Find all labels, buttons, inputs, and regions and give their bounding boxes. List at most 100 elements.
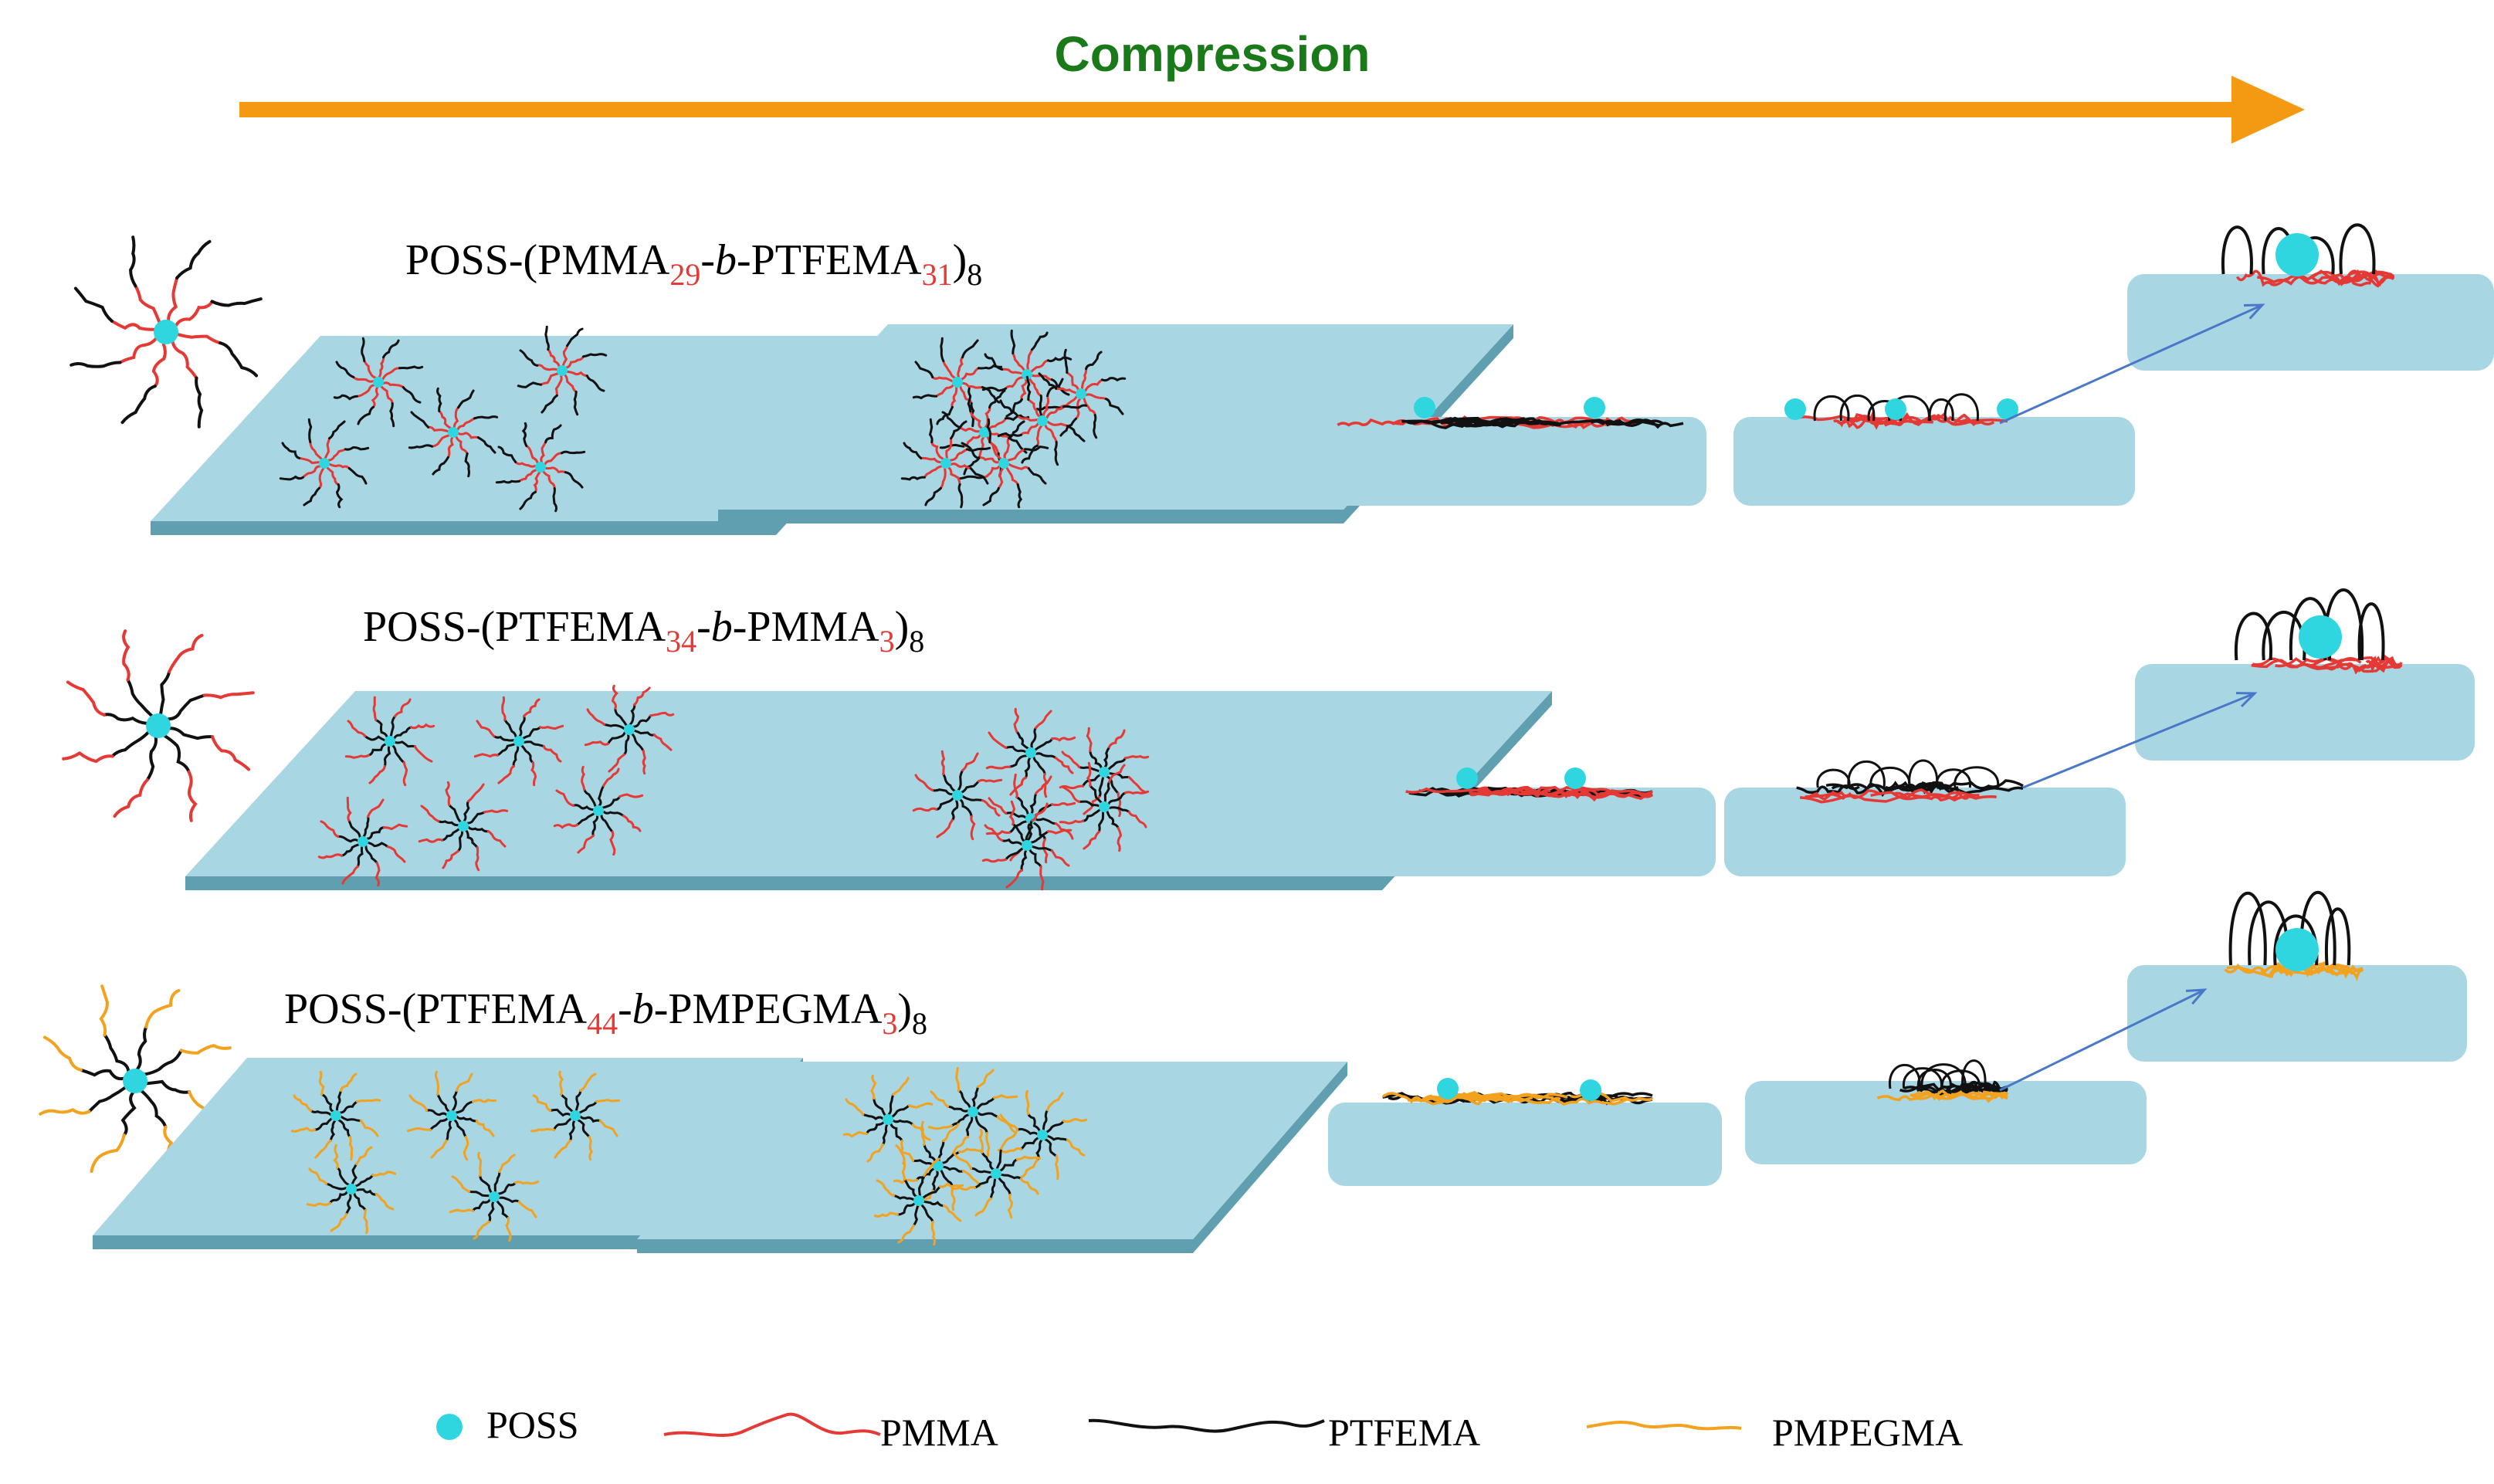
legend-ptfema-icon	[1088, 1418, 1325, 1433]
star-arm-outer	[1047, 356, 1072, 363]
star-arm-outer	[1117, 792, 1122, 818]
star-arm-outer	[335, 361, 355, 378]
star-arm-outer	[967, 387, 972, 412]
star-arm-outer	[999, 1113, 1019, 1131]
star-arm-outer	[457, 389, 475, 409]
row3-pointer-arrow	[1999, 988, 2208, 1092]
star-arm-outer	[486, 830, 507, 848]
star-arm-outer	[942, 1123, 960, 1143]
star-arm-inner	[145, 736, 158, 782]
star-arm-outer	[517, 381, 542, 388]
star-arm-outer	[347, 467, 368, 485]
star-arm-inner	[337, 1119, 351, 1138]
star-arm-inner	[1005, 376, 1024, 390]
star-arm-inner	[1103, 746, 1111, 768]
star-arm-outer	[371, 1171, 397, 1177]
star-arm-outer	[1031, 802, 1049, 822]
poss-core	[883, 1114, 893, 1125]
row2-molecule-dilute	[418, 781, 509, 872]
star-arm-inner	[939, 467, 947, 490]
star-arm-inner	[1097, 776, 1105, 798]
star-arm-inner	[862, 1113, 884, 1120]
star-arm-outer	[90, 1133, 126, 1174]
star-arm-inner	[940, 1169, 954, 1188]
star-arm-inner	[942, 360, 956, 379]
row1-molecule-dilute	[333, 337, 424, 428]
star-arm-inner	[145, 1079, 191, 1094]
star-arm-inner	[389, 715, 397, 737]
star-arm-outer	[997, 432, 1022, 438]
star-arm-outer	[129, 235, 137, 288]
star-arm-inner	[1008, 462, 1030, 470]
film-chain	[1408, 788, 1510, 798]
star-arm-outer	[347, 720, 367, 737]
star-arm-inner	[1034, 737, 1053, 751]
star-arm-outer	[618, 793, 644, 798]
star-arm-inner	[448, 804, 462, 823]
star-arm-outer	[475, 1120, 495, 1137]
star-arm-outer	[912, 807, 937, 812]
star-arm-inner	[455, 435, 469, 455]
star-arm-inner	[441, 828, 460, 842]
star-arm-inner	[1005, 811, 1027, 819]
poss-core	[1076, 388, 1086, 399]
star-arm-inner	[931, 788, 954, 796]
star-arm-inner	[1030, 359, 1049, 373]
star-arm-outer	[900, 476, 926, 481]
star-arm-outer	[895, 1144, 915, 1162]
star-arm-outer	[1039, 866, 1045, 891]
poss-core	[940, 458, 951, 469]
star-arm-outer	[985, 765, 1011, 770]
film-chain	[2347, 269, 2395, 285]
star-arm-inner	[326, 466, 340, 486]
star-arm-outer	[927, 1124, 953, 1130]
row1-poss-core	[1584, 397, 1605, 418]
row2-molecule-dilute	[584, 684, 675, 775]
star-arm-outer	[306, 1201, 331, 1207]
star-arm-outer	[961, 339, 979, 359]
star-arm-outer	[652, 734, 673, 751]
compression-arrow	[239, 76, 2305, 144]
star-arm-inner	[110, 319, 156, 331]
star-arm-outer	[1009, 776, 1027, 796]
star-arm-outer	[873, 1211, 899, 1218]
star-arm-outer	[939, 1182, 964, 1188]
star-arm-outer	[566, 327, 584, 347]
star-arm-inner	[436, 1093, 450, 1113]
star-arm-outer	[555, 789, 575, 807]
star-arm-inner	[302, 465, 321, 479]
star-arm-inner	[1032, 822, 1046, 841]
star-arm-outer	[930, 1090, 950, 1108]
star-arm-outer	[1108, 729, 1126, 749]
star-arm-inner	[1035, 1139, 1043, 1161]
slab-front-edge	[757, 876, 1382, 890]
star-arm-outer	[1104, 398, 1124, 415]
star-arm-inner	[981, 1151, 995, 1171]
row2-film-outer-1	[1405, 785, 1653, 802]
star-arm-inner	[601, 795, 621, 809]
row1-poss-core	[1885, 398, 1906, 420]
star-arm-inner	[171, 341, 198, 380]
star-arm-outer	[1021, 444, 1039, 464]
star-arm-outer	[445, 781, 451, 806]
film-chain	[1470, 787, 1551, 798]
film-chain	[1405, 787, 1530, 796]
star-arm-inner	[1046, 420, 1069, 428]
star-arm-inner	[591, 815, 599, 837]
star-arm-outer	[1059, 819, 1084, 825]
film-chain	[1937, 786, 2024, 795]
row1-molecule-packed	[997, 375, 1088, 466]
star-arm-outer	[483, 809, 509, 814]
star-arm-outer	[202, 691, 255, 700]
slab-front-edge	[93, 1235, 649, 1249]
star-arm-outer	[1085, 351, 1103, 371]
star-arm-inner	[341, 843, 360, 857]
star-arm-outer	[1010, 329, 1016, 354]
star-arm-inner	[456, 417, 476, 431]
star-arm-outer	[649, 711, 675, 717]
star-arm-outer	[476, 720, 496, 737]
star-arm-inner	[577, 1119, 591, 1138]
star-arm-outer	[993, 1093, 1018, 1099]
star-arm-inner	[518, 469, 537, 483]
star-arm-outer	[988, 731, 1008, 749]
